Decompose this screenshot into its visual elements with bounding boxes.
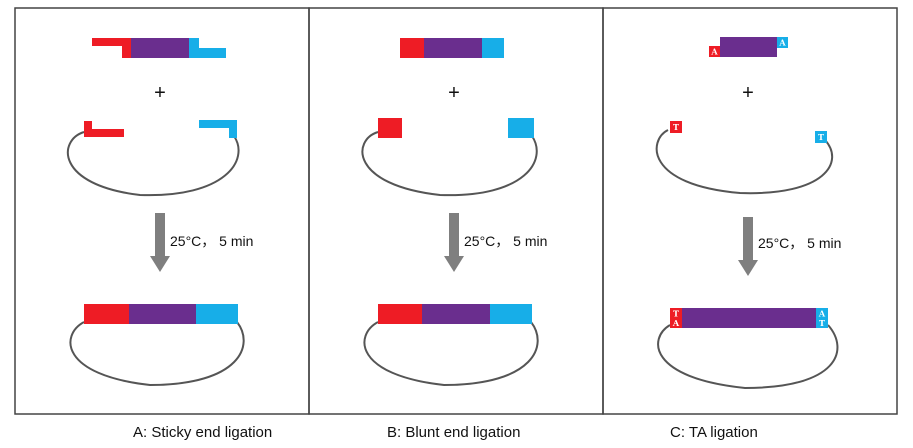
product-purple [129, 304, 196, 324]
reaction-condition: 25°C， 5 min [170, 233, 253, 249]
product-left-t: T [673, 309, 679, 319]
caption-a: A: Sticky end ligation [133, 424, 273, 441]
a-overhang-right-label: A [778, 38, 786, 48]
reaction-arrow-b [444, 213, 464, 272]
plasmid-arc [69, 321, 245, 387]
a-overhang-left-label: A [710, 47, 718, 57]
product-red-end [670, 308, 682, 328]
product-red [378, 304, 422, 324]
panel-b-frame [308, 7, 604, 415]
product-blue [196, 304, 238, 324]
insert-fragment-c: A A [709, 37, 788, 57]
sticky-end-blue-vector [199, 120, 237, 138]
reaction-arrow-a [150, 213, 170, 272]
arrow-head [150, 256, 170, 272]
plasmid-arc [657, 324, 839, 390]
vector-b [361, 118, 538, 197]
product-left-a: A [672, 318, 680, 328]
panel-a: + 25°C， 5 min [66, 38, 253, 387]
a-overhang-right [777, 37, 788, 48]
arrow-shaft [449, 213, 459, 258]
plasmid-arc [66, 131, 240, 197]
product-red [84, 304, 129, 324]
blunt-end-red-insert [400, 38, 424, 58]
vector-a [66, 120, 240, 197]
product-b [363, 304, 539, 387]
panel-c: A A + T T 25°C， 5 min T A A T [655, 37, 841, 390]
arrow-shaft [743, 217, 753, 262]
panel-b: + 25°C， 5 min [361, 38, 547, 387]
reaction-condition: 25°C， 5 min [464, 233, 547, 249]
product-blue-end [816, 308, 828, 328]
blunt-end-blue-vector [508, 118, 534, 138]
a-overhang-left [709, 46, 720, 57]
product-blue [490, 304, 532, 324]
sticky-end-blue-insert [189, 38, 226, 58]
blunt-end-red-vector [378, 118, 402, 138]
plasmid-arc [363, 321, 539, 387]
insert-purple-b [424, 38, 482, 58]
plus-sign: + [448, 82, 460, 104]
insert-purple-a [131, 38, 189, 58]
arrow-head [738, 260, 758, 276]
product-right-t: T [819, 318, 825, 328]
reaction-condition: 25°C， 5 min [758, 235, 841, 251]
product-a [69, 304, 245, 387]
t-overhang-left-label: T [673, 122, 679, 132]
t-overhang-right-label: T [818, 132, 824, 142]
vector-c: T T [655, 121, 834, 195]
t-overhang-right [815, 131, 827, 143]
product-right-a: A [818, 309, 826, 319]
plus-sign: + [742, 82, 754, 104]
caption-b: B: Blunt end ligation [387, 424, 521, 441]
insert-purple-c [720, 37, 777, 57]
plasmid-arc [361, 131, 538, 197]
reaction-arrow-c [738, 217, 758, 276]
t-overhang-left [670, 121, 682, 133]
insert-fragment-b [400, 38, 504, 58]
product-purple [682, 308, 816, 328]
panel-c-frame [602, 7, 898, 415]
product-purple [422, 304, 490, 324]
panel-a-frame [14, 7, 310, 415]
caption-c: C: TA ligation [670, 424, 758, 441]
arrow-head [444, 256, 464, 272]
blunt-end-blue-insert [482, 38, 504, 58]
sticky-end-red-vector [84, 121, 124, 137]
product-c: T A A T [657, 308, 839, 390]
arrow-shaft [155, 213, 165, 258]
plasmid-arc [655, 129, 834, 195]
plus-sign: + [154, 82, 166, 104]
insert-fragment-a [92, 38, 226, 58]
sticky-end-red-insert [92, 38, 131, 58]
